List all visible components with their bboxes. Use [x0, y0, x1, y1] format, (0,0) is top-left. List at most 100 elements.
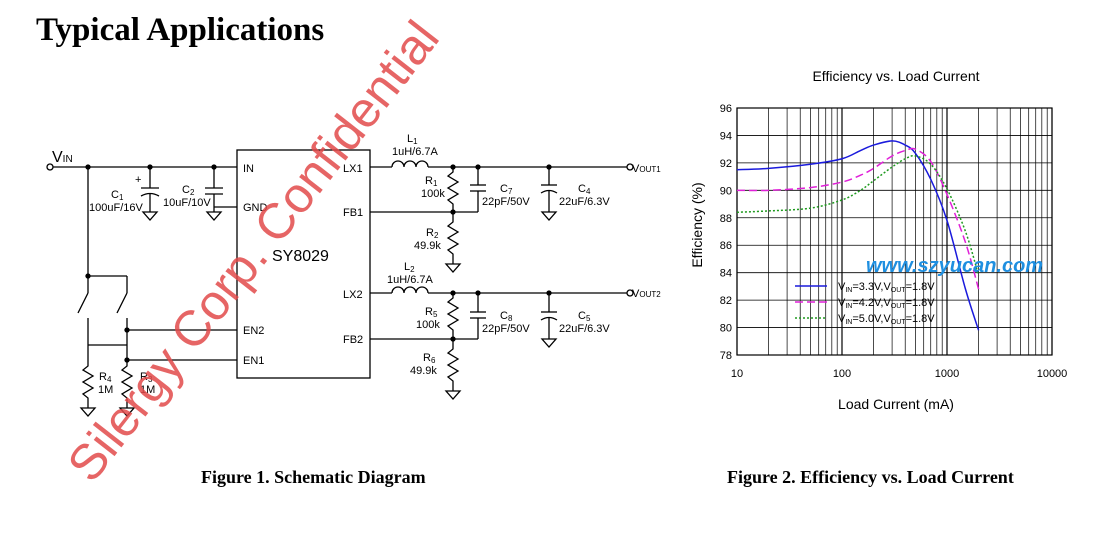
r2-value: 49.9k — [414, 240, 441, 252]
c8-value: 22pF/50V — [482, 323, 530, 335]
x-tick-label: 10 — [731, 368, 743, 380]
svg-text:R3: R3 — [140, 371, 153, 384]
r2-name: R — [426, 227, 434, 239]
watermark: Silergy Corp. Confidential — [57, 11, 450, 492]
svg-text:R2: R2 — [426, 227, 439, 240]
website-watermark: www.szyucan.com — [866, 255, 1043, 277]
efficiency-chart: Efficiency vs. Load Current 78 80 82 84 86 88… — [690, 68, 1068, 412]
y-tick-label: 88 — [720, 213, 732, 225]
y-tick-label: 92 — [720, 158, 732, 170]
c5-value: 22uF/6.3V — [559, 323, 610, 335]
svg-text:R1: R1 — [425, 175, 438, 188]
svg-text:L1: L1 — [407, 133, 418, 146]
c4-sub: 4 — [586, 187, 591, 196]
c8-sub: 8 — [508, 314, 513, 323]
c1-plus: + — [135, 174, 141, 186]
svg-text:R5: R5 — [425, 306, 438, 319]
pin-lx1: LX1 — [343, 163, 363, 175]
chip-name: SY8029 — [272, 248, 329, 265]
y-tick-label: 94 — [720, 130, 732, 142]
legend-label-2: VIN=4.2V,VOUT=1.8V — [838, 297, 935, 310]
l2-sub: 2 — [410, 265, 415, 274]
y-tick-label: 84 — [720, 268, 732, 280]
vout2-label: V — [632, 288, 640, 300]
svg-text:C2: C2 — [182, 184, 195, 197]
r4-value: 1M — [98, 384, 113, 396]
c8-name: C — [500, 310, 508, 322]
r5-value: 100k — [416, 319, 440, 331]
r1-value: 100k — [421, 188, 445, 200]
c5-name: C — [578, 310, 586, 322]
vout1-sub: OUT1 — [639, 165, 661, 174]
r6-value: 49.9k — [410, 365, 437, 377]
l1-name: L — [407, 133, 413, 145]
vin-label: V — [52, 149, 63, 166]
y-tick-label: 86 — [720, 240, 732, 252]
pin-en1: EN1 — [243, 355, 264, 367]
chart-grid — [736, 107, 1053, 356]
svg-text:C4: C4 — [578, 183, 591, 196]
svg-text:VOUT1: VOUT1 — [632, 163, 661, 175]
chart-title: Efficiency vs. Load Current — [812, 68, 979, 84]
x-tick-label: 1000 — [935, 368, 959, 380]
c7-value: 22pF/50V — [482, 196, 530, 208]
y-tick-label: 82 — [720, 295, 732, 307]
svg-text:R4: R4 — [99, 371, 112, 384]
svg-text:C8: C8 — [500, 310, 513, 323]
legend-label-3: VIN=5.0V,VOUT=1.8V — [838, 313, 935, 326]
l1-value: 1uH/6.7A — [392, 146, 439, 158]
y-axis-label: Efficiency (%) — [690, 182, 705, 267]
c4-value: 22uF/6.3V — [559, 196, 610, 208]
series-line-2 — [736, 147, 980, 290]
y-tick-label: 80 — [720, 323, 732, 335]
pin-gnd: GND — [243, 202, 268, 214]
series-line-1 — [736, 140, 980, 331]
legend-label-1: VIN=3.3V,VOUT=1.8V — [838, 281, 935, 294]
pin-fb2: FB2 — [343, 334, 363, 346]
svg-text:VOUT2: VOUT2 — [632, 288, 661, 300]
plot-frame — [736, 107, 1053, 356]
l2-value: 1uH/6.7A — [387, 274, 434, 286]
r3-value: 1M — [140, 384, 155, 396]
series-line-3 — [736, 155, 980, 276]
y-tick-label: 90 — [720, 185, 732, 197]
vout2-sub: OUT2 — [639, 290, 661, 299]
vout1-label: V — [632, 163, 640, 175]
y-tick-label: 96 — [720, 103, 732, 115]
r5-sub: 5 — [433, 310, 438, 319]
c1-sub: 1 — [119, 193, 124, 202]
pin-lx2: LX2 — [343, 289, 363, 301]
svg-text:L2: L2 — [404, 261, 415, 274]
c5-sub: 5 — [586, 314, 591, 323]
c2-value: 10uF/10V — [163, 197, 211, 209]
c2-name: C — [182, 184, 190, 196]
vin-sub: IN — [63, 154, 73, 165]
y-tick-label: 78 — [720, 350, 732, 362]
svg-text:C5: C5 — [578, 310, 591, 323]
c7-sub: 7 — [508, 187, 513, 196]
r6-name: R — [423, 352, 431, 364]
l1-sub: 1 — [413, 137, 418, 146]
schematic-diagram: VIN + C1 100uF/16V C2 10uF/10V IN GND EN… — [46, 11, 661, 492]
chart-series — [736, 140, 980, 331]
figure2-caption: Figure 2. Efficiency vs. Load Current — [727, 467, 1014, 487]
l2-name: L — [404, 261, 410, 273]
r5-name: R — [425, 306, 433, 318]
c1-name: C — [111, 189, 119, 201]
x-axis-label: Load Current (mA) — [838, 396, 954, 412]
pin-en2: EN2 — [243, 325, 264, 337]
c2-sub: 2 — [190, 188, 195, 197]
pin-fb1: FB1 — [343, 207, 363, 219]
r6-sub: 6 — [431, 356, 436, 365]
svg-text:VIN: VIN — [52, 149, 73, 166]
section-title: Typical Applications — [36, 12, 325, 48]
r4-sub: 4 — [107, 375, 112, 384]
figure1-caption: Figure 1. Schematic Diagram — [201, 467, 426, 487]
r3-sub: 3 — [148, 375, 153, 384]
r2-sub: 2 — [434, 231, 439, 240]
svg-text:R6: R6 — [423, 352, 436, 365]
pin-in: IN — [243, 163, 254, 175]
r1-sub: 1 — [433, 179, 438, 188]
c4-name: C — [578, 183, 586, 195]
